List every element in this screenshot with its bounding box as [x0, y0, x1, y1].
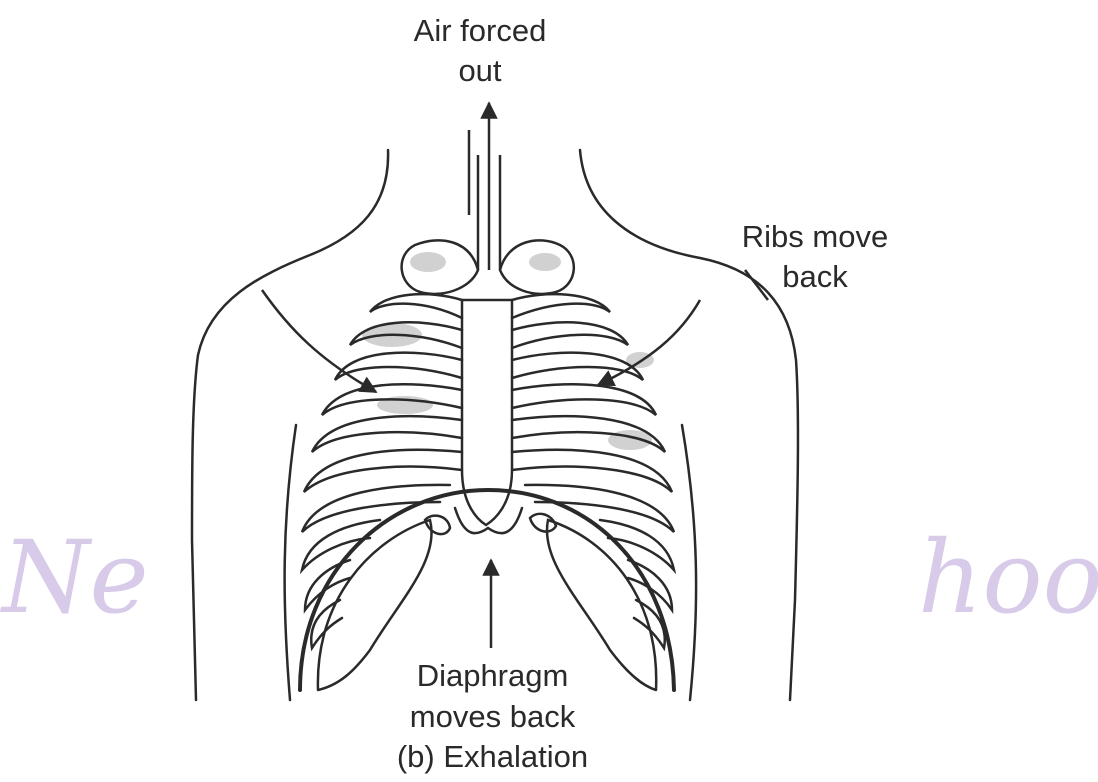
watermark-right: hool	[918, 528, 1098, 628]
ribs-label-line1: Ribs move	[720, 218, 910, 256]
air-label-line2: out	[430, 52, 530, 90]
figure-caption: (b) Exhalation	[370, 738, 615, 776]
right-rib-arrow	[598, 300, 700, 385]
watermark-left: Ne	[2, 528, 149, 628]
diaphragm-label-line2: moves back	[380, 698, 605, 736]
left-ribs	[302, 294, 462, 648]
trachea	[469, 130, 500, 270]
air-label-line1: Air forced	[395, 12, 565, 50]
ribs-label-line2: back	[755, 258, 875, 296]
right-ribs	[512, 294, 674, 648]
diaphragm-label-line1: Diaphragm	[380, 657, 605, 695]
